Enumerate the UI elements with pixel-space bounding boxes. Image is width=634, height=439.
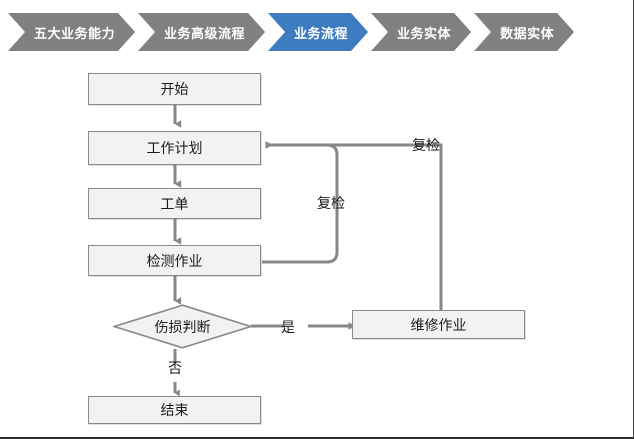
node-end-label: 结束 [160,402,189,418]
node-work-plan-label: 工作计划 [146,140,203,156]
node-start[interactable]: 开始 [88,73,261,105]
node-work-order-label: 工单 [160,195,189,212]
node-damage-decision[interactable]: 伤损判断 [113,304,252,349]
node-end[interactable]: 结束 [88,396,261,424]
node-repair-task-label: 维修作业 [410,316,467,333]
node-work-order[interactable]: 工单 [88,188,261,219]
edge-label-yes: 是 [281,319,295,335]
edge-label-no: 否 [168,360,182,376]
node-work-plan[interactable]: 工作计划 [88,131,261,165]
diamond-shape-icon [113,304,252,349]
node-start-label: 开始 [160,81,189,97]
edge-label-recheck-inner: 复检 [317,195,345,211]
node-inspection-task-label: 检测作业 [146,252,203,269]
node-repair-task[interactable]: 维修作业 [352,310,525,339]
node-damage-decision-label: 伤损判断 [154,318,211,335]
node-inspection-task[interactable]: 检测作业 [88,245,261,276]
edge-label-recheck-outer: 复检 [412,137,440,153]
edge-recheck-outer-loop [266,143,443,310]
